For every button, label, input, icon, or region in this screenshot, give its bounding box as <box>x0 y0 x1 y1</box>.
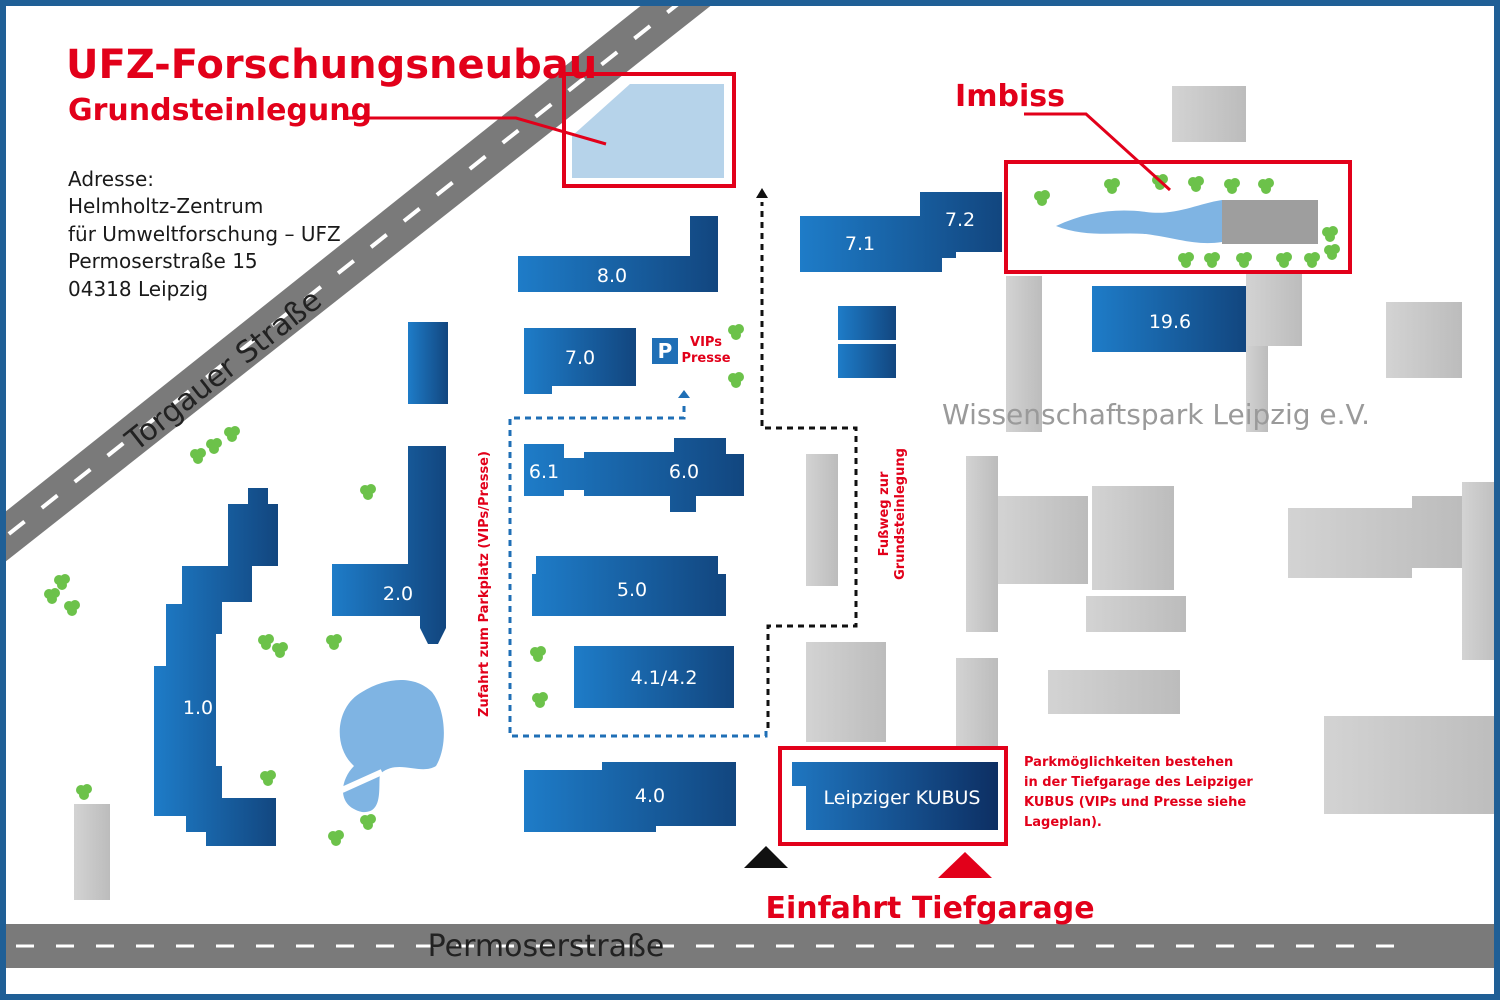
address-line-3: Permoserstraße 15 <box>68 249 258 273</box>
neubau-site <box>572 84 724 178</box>
imbiss-leader-line <box>1024 112 1172 192</box>
building-5-0-label: 5.0 <box>617 579 647 601</box>
ufz-buildings <box>154 192 1246 846</box>
garage-note-line-4: Lageplan). <box>1024 815 1102 830</box>
garage-entrance-triangle <box>938 852 992 878</box>
parking-label-vips: VIPs <box>690 335 722 350</box>
page-title: UFZ-Forschungsneubau <box>66 42 597 88</box>
gray-buildings <box>74 86 1494 900</box>
building-7-0 <box>524 328 636 394</box>
imbiss-label: Imbiss <box>955 79 1065 114</box>
building-4-0-label: 4.0 <box>635 785 665 807</box>
science-park-label: Wissenschaftspark Leipzig e.V. <box>942 398 1370 431</box>
route-access-arrow <box>678 390 690 398</box>
garage-note-line-3: KUBUS (VIPs und Presse siehe <box>1024 795 1246 810</box>
route-footpath-label-1: Fußweg zur <box>877 471 892 556</box>
parking-icon-letter: P <box>658 339 673 363</box>
route-access-parking <box>508 406 768 738</box>
building-19-6 <box>1092 286 1246 352</box>
building-4-1 <box>574 646 734 708</box>
garage-entrance-label: Einfahrt Tiefgarage <box>765 891 1094 926</box>
building-7-2-label: 7.2 <box>945 209 975 231</box>
address-line-4: 04318 Leipzig <box>68 277 208 301</box>
route-footpath-label-2: Grundsteinlegung <box>893 448 908 580</box>
imbiss-hut-a <box>1222 200 1242 244</box>
building-4-1-label: 4.1/4.2 <box>631 667 698 689</box>
building-7-0-label: 7.0 <box>565 347 595 369</box>
building-8-0-label: 8.0 <box>597 265 627 287</box>
building-4-0 <box>524 762 736 832</box>
building-1-0 <box>154 488 278 846</box>
pond-bridge <box>340 769 384 793</box>
kubus-label: Leipziger KUBUS <box>824 787 981 809</box>
building-7-1 <box>800 192 1002 272</box>
pond-imbiss <box>1056 200 1222 244</box>
kubus-highlight-box <box>778 746 1008 846</box>
building-19-6-label: 19.6 <box>1149 311 1191 333</box>
building-small-a <box>838 306 896 340</box>
building-small-b <box>838 344 896 378</box>
route-access-label: Zufahrt zum Parkplatz (VIPs/Presse) <box>477 451 492 717</box>
street-permoser-label: Permoserstraße <box>428 929 665 964</box>
garage-note-line-1: Parkmöglichkeiten bestehen <box>1024 755 1233 770</box>
building-6-0-label: 6.0 <box>669 461 699 483</box>
parking-label-presse: Presse <box>681 351 730 366</box>
building-7-1-label: 7.1 <box>845 233 875 255</box>
building-2-0-label: 2.0 <box>383 583 413 605</box>
neubau-highlight-box <box>562 72 736 188</box>
kubus-building <box>792 762 998 830</box>
pond-main <box>339 679 444 813</box>
building-2-0 <box>332 446 446 644</box>
imbiss-highlight-box <box>1004 160 1352 274</box>
building-6-0 <box>524 438 744 512</box>
page-subtitle: Grundsteinlegung <box>68 93 372 128</box>
garage-note-line-2: in der Tiefgarage des Leipziger <box>1024 775 1253 790</box>
building-tower-a <box>408 322 448 404</box>
building-5-0 <box>532 556 726 616</box>
address-label: Adresse: <box>68 167 154 191</box>
parking-icon <box>652 338 678 364</box>
route-footpath-arrow <box>756 188 768 198</box>
street-torgauer-label: Torgauer Straße <box>118 283 328 459</box>
torgauer-road <box>6 6 711 562</box>
building-1-0-label: 1.0 <box>183 697 213 719</box>
entrance-triangle-black <box>744 846 788 868</box>
route-footpath <box>760 202 858 728</box>
building-6-1-label: 6.1 <box>529 461 559 483</box>
site-map: P VIPs Presse UFZ-Forschungsneubau Grund… <box>6 6 1494 994</box>
address-line-2: für Umweltforschung – UFZ <box>68 222 341 246</box>
permoser-road <box>6 924 1494 968</box>
building-8-0 <box>518 216 718 292</box>
neubau-leader-line <box>348 116 607 146</box>
imbiss-hut-b <box>1242 200 1318 244</box>
address-line-1: Helmholtz-Zentrum <box>68 194 263 218</box>
map-canvas: P VIPs Presse UFZ-Forschungsneubau Grund… <box>6 6 1494 968</box>
